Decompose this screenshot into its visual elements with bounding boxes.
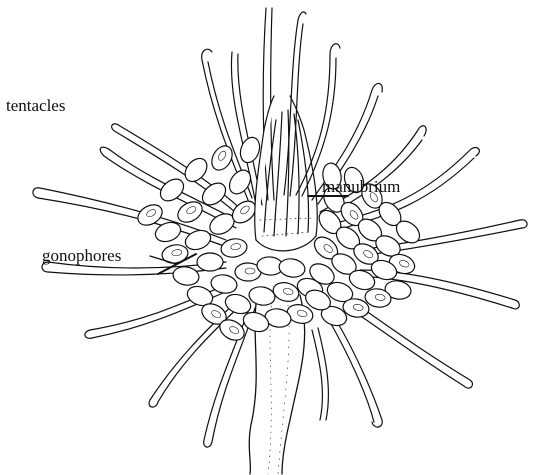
gonophore-oval — [248, 285, 277, 307]
gonophores-label: gonophores — [42, 247, 121, 264]
gonophore-oval — [172, 265, 201, 287]
gonophore-oval — [197, 253, 223, 271]
gonophore-inner-mark — [245, 268, 255, 274]
gonophore-oval — [210, 273, 239, 295]
manubrium-label: manubrium — [322, 178, 400, 195]
tentacles-group — [33, 8, 527, 447]
gonophore-oval — [278, 257, 307, 279]
gonophore-oval — [198, 179, 229, 210]
tentacles-label: tentacles — [6, 97, 65, 114]
